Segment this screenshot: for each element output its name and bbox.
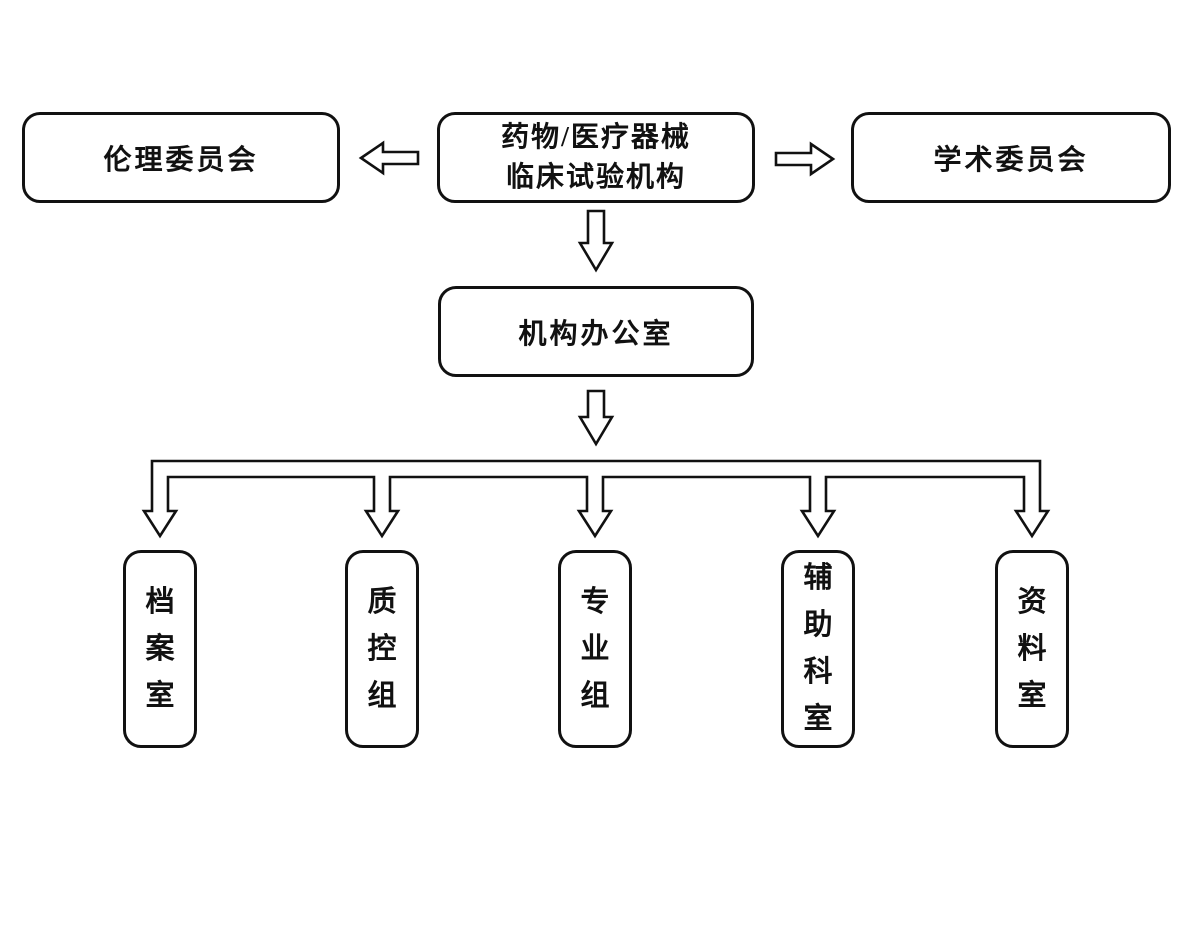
node-ethics-committee: 伦理委员会 bbox=[22, 112, 340, 203]
node-academic-committee: 学术委员会 bbox=[851, 112, 1171, 203]
arrow-to-ethics-icon bbox=[358, 140, 420, 176]
node-institution-office-label: 机构办公室 bbox=[518, 318, 674, 350]
node-quality-control-group-label: 质控组 bbox=[367, 585, 397, 712]
node-auxiliary-departments-label: 辅助科室 bbox=[803, 562, 833, 735]
node-clinical-trial-institution-label-line1: 药物/医疗器械 bbox=[501, 121, 691, 153]
node-ethics-committee-label: 伦理委员会 bbox=[103, 144, 259, 176]
node-quality-control-group: 质控组 bbox=[345, 550, 419, 748]
arrow-root-to-office-icon bbox=[577, 209, 615, 273]
node-professional-group: 专业组 bbox=[558, 550, 632, 748]
node-archive-room-label: 档案室 bbox=[145, 585, 175, 712]
node-academic-committee-label: 学术委员会 bbox=[933, 144, 1089, 176]
node-clinical-trial-institution: 药物/医疗器械 临床试验机构 bbox=[437, 112, 755, 203]
node-archive-room: 档案室 bbox=[123, 550, 197, 748]
branch-connector-icon bbox=[141, 459, 1051, 539]
arrow-office-to-departments-icon bbox=[577, 389, 615, 447]
node-institution-office: 机构办公室 bbox=[438, 286, 754, 377]
node-reference-room-label: 资料室 bbox=[1017, 585, 1047, 712]
node-professional-group-label: 专业组 bbox=[580, 585, 610, 712]
node-reference-room: 资料室 bbox=[995, 550, 1069, 748]
arrow-to-academic-icon bbox=[774, 141, 836, 177]
node-auxiliary-departments: 辅助科室 bbox=[781, 550, 855, 748]
node-clinical-trial-institution-label-line2: 临床试验机构 bbox=[505, 161, 686, 193]
